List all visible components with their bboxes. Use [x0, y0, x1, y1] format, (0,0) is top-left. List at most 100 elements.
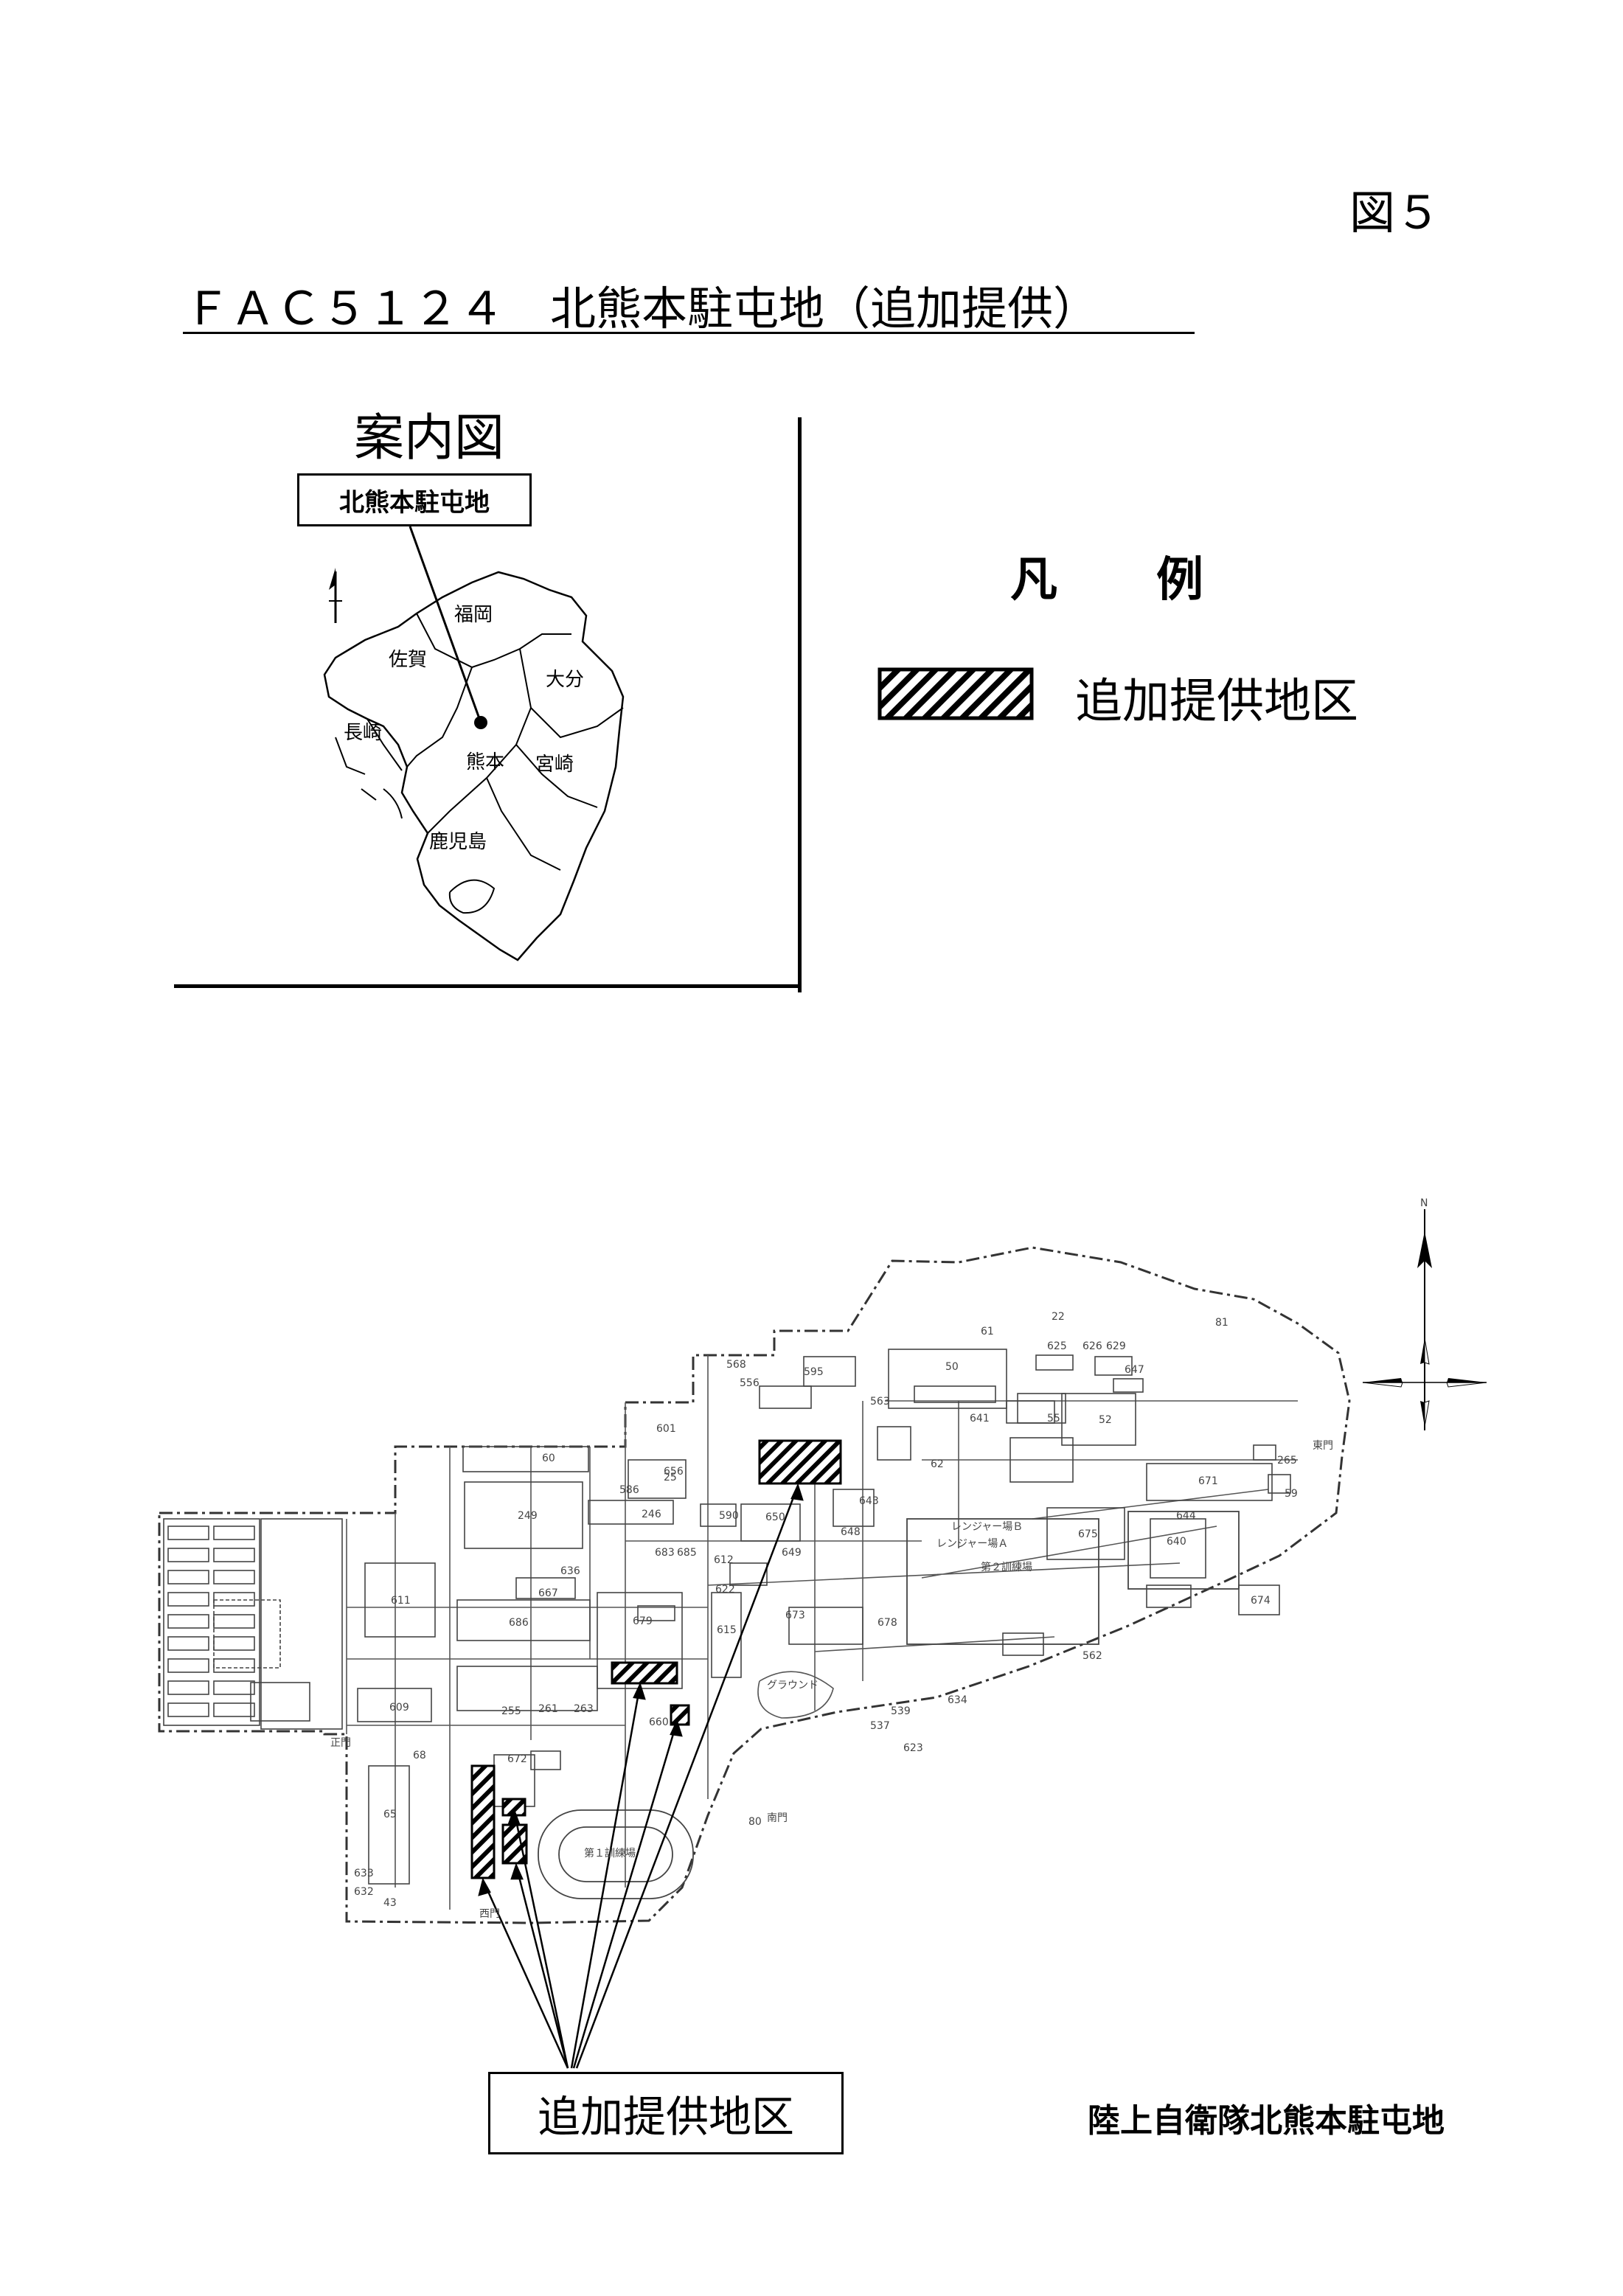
- map-label: 623: [903, 1742, 923, 1754]
- map-label: 52: [1099, 1414, 1112, 1426]
- legend-hatch-swatch: [877, 667, 1034, 720]
- map-label: 615: [717, 1624, 737, 1636]
- map-label: 672: [507, 1753, 527, 1765]
- map-label: 632: [354, 1886, 374, 1898]
- pref-label: 鹿児島: [429, 831, 487, 853]
- added-area-3: [670, 1704, 690, 1726]
- map-label: 649: [782, 1547, 802, 1559]
- map-label: 609: [389, 1702, 409, 1714]
- added-area-1: [758, 1439, 842, 1485]
- base-location-marker: [474, 716, 487, 729]
- map-label: 622: [715, 1584, 735, 1596]
- map-label: 685: [677, 1547, 697, 1559]
- map-label: 683: [655, 1547, 675, 1559]
- gate-labels: 正門 南門 西門 東門: [330, 1440, 1333, 1920]
- map-label: 81: [1215, 1317, 1228, 1329]
- map-label: 633: [354, 1868, 374, 1879]
- map-label: 55: [1047, 1413, 1060, 1424]
- map-label: 537: [870, 1720, 890, 1732]
- map-label: 671: [1198, 1475, 1218, 1487]
- map-label: 673: [785, 1610, 805, 1621]
- map-label: 648: [841, 1526, 861, 1538]
- map-label: 62: [931, 1458, 944, 1470]
- added-area-4: [470, 1764, 496, 1879]
- map-label: 656: [664, 1466, 684, 1478]
- map-label: 25: [664, 1472, 677, 1483]
- figure-number: 図５: [1349, 186, 1442, 240]
- legend-item-label: 追加提供地区: [1075, 675, 1358, 729]
- map-label: 265: [1277, 1455, 1297, 1467]
- map-label: 539: [891, 1705, 911, 1717]
- map-label: 667: [538, 1587, 558, 1599]
- callout-added-area-label: 追加提供地区: [488, 2072, 844, 2154]
- callout-leaders: [478, 1483, 804, 2069]
- map-label: 562: [1082, 1650, 1102, 1662]
- map-label: グラウンド: [767, 1680, 819, 1691]
- compass-rose-icon: N: [1362, 1197, 1487, 1430]
- field-labels: 第２訓練場 第１訓練場 レンジャー場Ｂ レンジャー場Ａ グラウンド: [584, 1521, 1032, 1860]
- map-label: 59: [1285, 1488, 1298, 1500]
- map-label: 246: [642, 1509, 661, 1520]
- map-label: 68: [413, 1750, 426, 1761]
- map-label: 647: [1125, 1364, 1144, 1376]
- page-title: ＦＡＣ５１２４ 北熊本駐屯地（追加提供）: [184, 282, 1099, 335]
- map-label: レンジャー場Ａ: [936, 1538, 1008, 1550]
- map-label: 636: [560, 1565, 580, 1577]
- map-label: 22: [1052, 1311, 1065, 1323]
- map-label: レンジャー場Ｂ: [951, 1521, 1023, 1533]
- pref-label: 福岡: [454, 604, 493, 626]
- base-caption: 陸上自衛隊北熊本駐屯地: [1088, 2102, 1445, 2140]
- map-label: 65: [383, 1809, 397, 1820]
- map-label: 679: [633, 1615, 653, 1627]
- map-label: 西門: [479, 1908, 500, 1920]
- guide-map-base-label: 北熊本駐屯地: [297, 473, 532, 526]
- map-label: 612: [714, 1554, 734, 1566]
- guide-map-frame-bottom: [174, 984, 802, 988]
- map-label: 686: [509, 1617, 529, 1629]
- map-label: 43: [383, 1897, 397, 1909]
- north-label: N: [1420, 1197, 1428, 1209]
- pref-label: 大分: [546, 669, 584, 691]
- added-areas: [470, 1439, 842, 1879]
- map-label: 568: [726, 1359, 746, 1371]
- map-label: 50: [945, 1361, 959, 1373]
- map-label: 556: [740, 1377, 760, 1389]
- map-label: 644: [1176, 1510, 1196, 1522]
- map-label: 249: [518, 1510, 538, 1522]
- north-arrow-small-icon: [329, 568, 342, 623]
- map-label: 601: [656, 1423, 676, 1435]
- training-fields: [538, 1511, 1240, 1899]
- base-boundary: [158, 1246, 1351, 1924]
- map-label: 590: [719, 1510, 739, 1522]
- map-label: 正門: [330, 1737, 351, 1749]
- athletic-track: [538, 1809, 694, 1899]
- added-area-2: [611, 1661, 678, 1685]
- guide-map-title: 案内図: [354, 409, 505, 467]
- added-area-6: [501, 1823, 528, 1865]
- map-label: 641: [970, 1413, 990, 1424]
- map-label: 586: [619, 1484, 639, 1496]
- map-label: 643: [859, 1495, 879, 1507]
- map-label: 626: [1082, 1340, 1102, 1352]
- map-label: 60: [542, 1453, 555, 1464]
- pref-label: 熊本: [466, 751, 504, 773]
- pref-label: 長崎: [344, 722, 382, 744]
- map-label: 640: [1167, 1536, 1186, 1548]
- map-label: 629: [1106, 1340, 1126, 1352]
- map-label: 634: [948, 1694, 967, 1706]
- facility-labels: 60 249 25 601 586 590 650 246 611 686 66…: [354, 1311, 1298, 1909]
- map-label: 南門: [767, 1812, 788, 1824]
- map-label: 第２訓練場: [981, 1561, 1032, 1573]
- map-label: 255: [501, 1705, 521, 1717]
- pref-label: 佐賀: [389, 649, 427, 671]
- housing-blocks: [163, 1518, 343, 1730]
- map-label: 660: [649, 1716, 669, 1728]
- map-label: 678: [877, 1617, 897, 1629]
- map-label: 563: [870, 1396, 890, 1408]
- prefecture-borders: [366, 613, 624, 871]
- map-label: 611: [391, 1595, 411, 1607]
- legend-title: 凡 例: [1010, 553, 1205, 608]
- kyushu-outline: [323, 571, 625, 961]
- map-label: 650: [765, 1511, 785, 1523]
